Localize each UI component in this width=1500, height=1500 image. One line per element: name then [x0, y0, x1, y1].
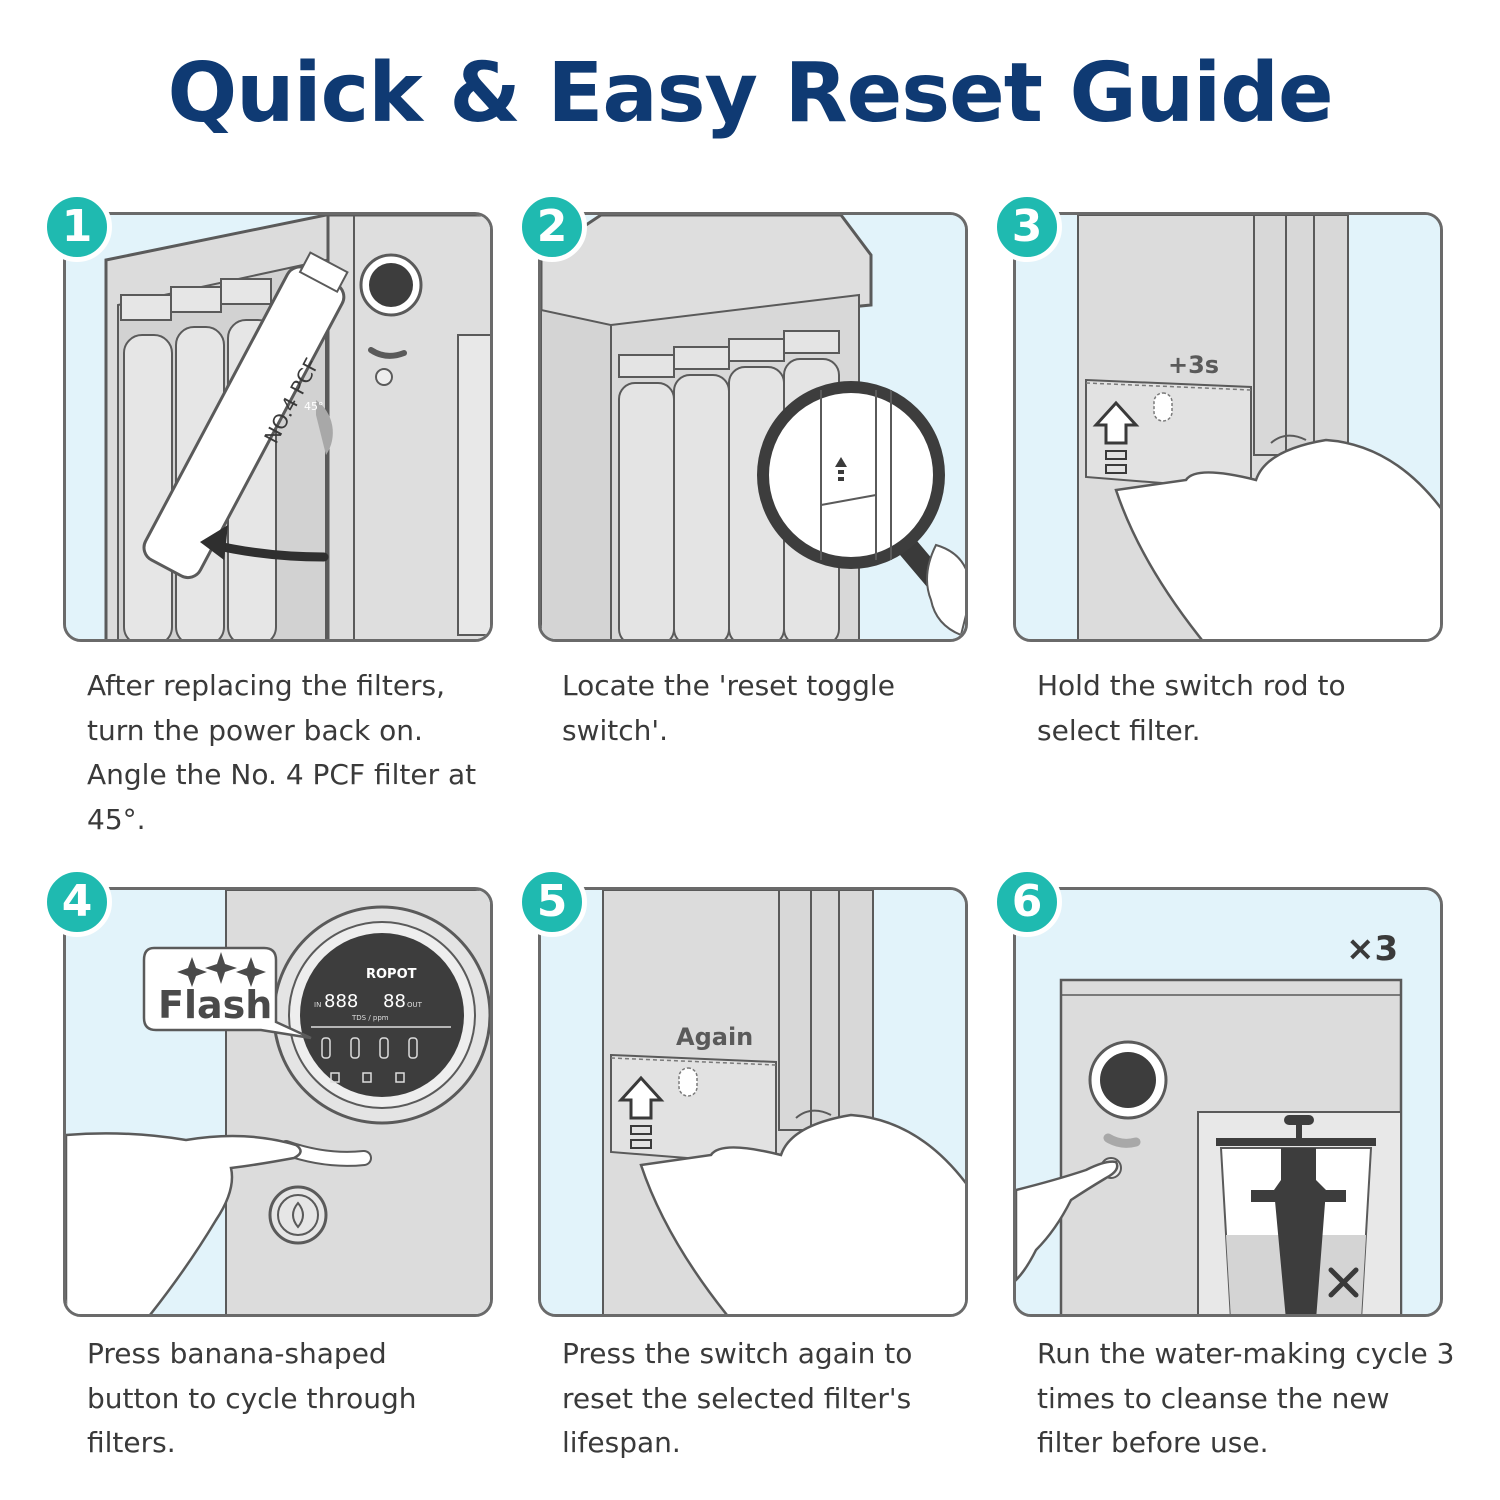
hold-duration-label: +3s: [1168, 351, 1219, 379]
step-5-badge: 5: [517, 867, 587, 937]
step-3-caption: Hold the switch rod to select filter.: [1037, 669, 1346, 747]
step-2-illustration: [538, 212, 968, 642]
step-3-illustration: +3s: [1013, 212, 1443, 642]
page-title: Quick & Easy Reset Guide: [167, 46, 1333, 141]
step-5-illustration: Again: [538, 887, 968, 1317]
step-1-caption: After replacing the filters, turn the po…: [87, 669, 477, 836]
step-1-badge: 1: [42, 192, 112, 262]
step-6-illustration: ×3: [1013, 887, 1443, 1317]
flash-bubble: Flash: [142, 946, 312, 1040]
display-out-value: 88: [383, 991, 406, 1012]
flash-label: Flash: [158, 983, 272, 1027]
display-in-label: IN: [314, 1001, 321, 1009]
step-4-badge: 4: [42, 867, 112, 937]
step-5-caption: Press the switch again to reset the sele…: [562, 1337, 913, 1459]
step-3-badge: 3: [992, 192, 1062, 262]
step-4-caption: Press banana-shaped button to cycle thro…: [87, 1337, 417, 1459]
up-arrow-switch-icon: [1092, 400, 1140, 474]
display-out-label: OUT: [407, 1001, 423, 1009]
repeat-count-label: ×3: [1346, 929, 1398, 969]
filter-rotate-arrow-icon: [200, 525, 329, 562]
step-6-badge: 6: [992, 867, 1062, 937]
power-icon: [268, 1185, 328, 1245]
step-2-caption: Locate the 'reset toggle switch'.: [562, 669, 895, 747]
display-unit: TDS / ppm: [351, 1014, 389, 1022]
again-label: Again: [676, 1023, 753, 1051]
step-6-caption: Run the water-making cycle 3 times to cl…: [1037, 1337, 1455, 1459]
discard-x-icon: [1328, 1267, 1359, 1298]
step-2-badge: 2: [517, 192, 587, 262]
angle-label: 45°: [304, 400, 324, 413]
up-arrow-switch-icon: [617, 1075, 665, 1149]
display-in-value: 888: [324, 991, 358, 1012]
magnifier-icon: [757, 381, 965, 621]
step-1-illustration: 45° NO.4 PCF: [63, 212, 493, 642]
step-4-illustration: ROPOT IN 888 88 OUT TDS / ppm Flash: [63, 887, 493, 1317]
brand-logo: ROPOT: [366, 967, 417, 982]
